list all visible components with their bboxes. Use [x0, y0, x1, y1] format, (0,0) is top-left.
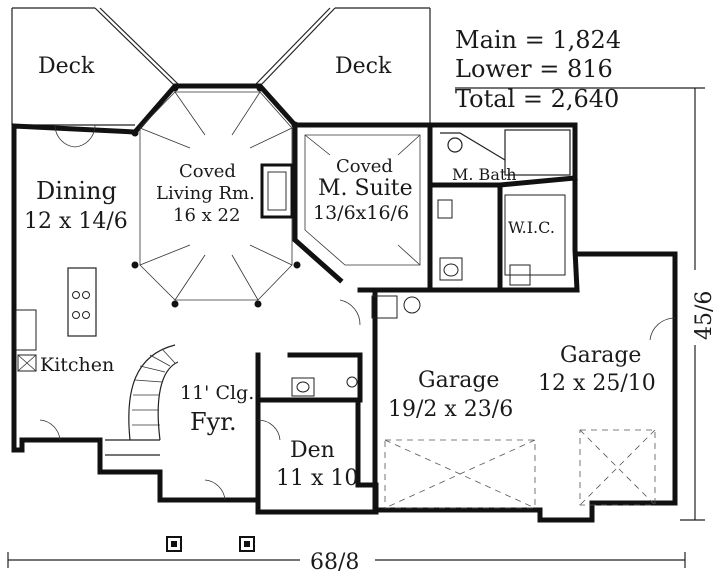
living-label-line2: Living Rm. — [156, 183, 255, 204]
misc-fixtures — [15, 124, 676, 501]
suite-ceiling-detail — [304, 134, 421, 266]
den-size: 11 x 10 — [276, 466, 358, 491]
garage-right-label: Garage — [560, 343, 641, 368]
suite-size: 13/6x16/6 — [313, 202, 409, 224]
bath-fixtures — [437, 129, 571, 286]
dining-size: 12 x 14/6 — [24, 209, 128, 234]
garage-right-size: 12 x 25/10 — [538, 371, 656, 396]
living-ceiling-detail — [131, 84, 301, 308]
garage-left-size: 19/2 x 23/6 — [388, 397, 513, 422]
deck-left-label: Deck — [38, 54, 95, 79]
stat-lower: Lower = 816 — [455, 55, 613, 83]
kitchen-label: Kitchen — [40, 354, 114, 376]
garage-doors — [384, 429, 656, 509]
den-label: Den — [290, 438, 335, 463]
suite-label: M. Suite — [318, 176, 413, 201]
foyer-ceiling-label: 11' Clg. — [180, 382, 254, 404]
deck-outlines — [11, 7, 431, 126]
foyer-label: Fyr. — [190, 408, 237, 436]
porch-posts — [166, 536, 255, 552]
wic-label: W.I.C. — [508, 218, 555, 237]
suite-label-line1: Coved — [336, 156, 393, 177]
dimension-lines — [7, 87, 705, 568]
depth-dimension: 45/6 — [692, 291, 717, 340]
fireplace — [260, 163, 294, 219]
dining-label: Dining — [36, 177, 117, 205]
deck-right-label: Deck — [335, 54, 392, 79]
stat-main: Main = 1,824 — [455, 26, 621, 54]
living-size: 16 x 22 — [173, 205, 240, 226]
stat-total: Total = 2,640 — [455, 85, 619, 113]
width-dimension: 68/8 — [310, 550, 359, 575]
garage-left-label: Garage — [418, 368, 499, 393]
living-label-line1: Coved — [179, 161, 236, 182]
bath-label: M. Bath — [452, 165, 517, 184]
walls — [11, 83, 678, 523]
